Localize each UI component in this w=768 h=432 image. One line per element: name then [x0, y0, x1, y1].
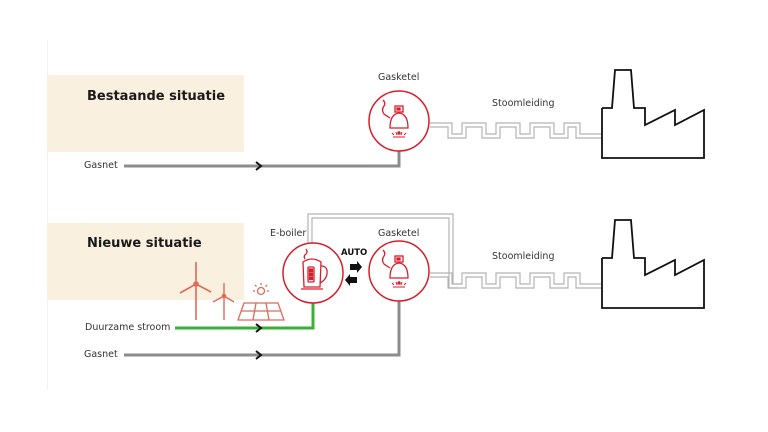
kettle-icon	[381, 249, 409, 279]
existing-steam-label: Stoomleiding	[492, 98, 555, 109]
renewable-power-line	[175, 303, 315, 333]
existing-steam-pipe	[430, 122, 602, 139]
existing-gas-boiler	[368, 90, 430, 152]
wind-turbine-icon	[179, 262, 212, 320]
solar-panel-icon	[237, 283, 285, 321]
existing-situation-title: Bestaande situatie	[87, 89, 226, 104]
existing-gasketel-label: Gasketel	[378, 72, 420, 83]
new-situation-band	[47, 223, 244, 300]
electric-kettle-icon	[301, 248, 328, 290]
switch-arrows-icon	[345, 261, 362, 286]
new-gas-boiler	[368, 240, 430, 302]
new-factory-icon	[601, 219, 705, 309]
flow-arrow-icon	[255, 350, 263, 360]
flame-icon	[391, 281, 407, 288]
auto-switch-label: AUTO	[341, 248, 368, 258]
new-steam-label: Stoomleiding	[492, 251, 555, 262]
new-gasketel-label: Gasketel	[378, 228, 420, 239]
new-gasnet-label: Gasnet	[84, 349, 118, 360]
flame-icon	[391, 131, 407, 138]
existing-gas-line	[124, 151, 401, 171]
wind-turbine-small-icon	[212, 283, 235, 320]
new-steam-pipe	[430, 272, 602, 289]
new-gas-line	[124, 300, 401, 360]
existing-situation-band	[47, 75, 244, 152]
flow-arrow-icon	[255, 323, 263, 333]
renewable-power-label: Duurzame stroom	[85, 322, 171, 333]
flow-arrow-icon	[255, 161, 263, 171]
e-boiler	[282, 242, 344, 304]
new-eboiler-label: E-boiler	[270, 228, 307, 239]
existing-gasnet-label: Gasnet	[84, 160, 118, 171]
new-situation-title: Nieuwe situatie	[87, 236, 202, 251]
existing-factory-icon	[601, 69, 705, 159]
kettle-icon	[381, 99, 409, 129]
